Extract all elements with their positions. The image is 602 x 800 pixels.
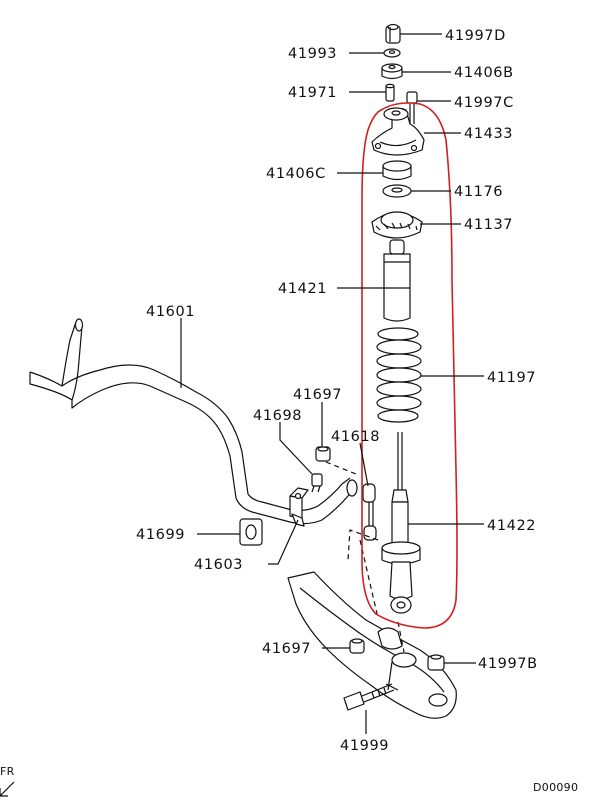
label-41406B[interactable]: 41406B — [454, 65, 514, 81]
front-marker-text: FR — [0, 765, 15, 778]
label-41137[interactable]: 41137 — [464, 217, 513, 233]
label-41406C[interactable]: 41406C — [266, 166, 326, 182]
label-41698[interactable]: 41698 — [253, 408, 302, 424]
diagram-code: D00090 — [533, 781, 578, 794]
nut-41997D — [385, 23, 401, 44]
coil-spring-41197 — [376, 327, 422, 423]
plate-41176 — [382, 184, 412, 198]
label-41197[interactable]: 41197 — [487, 370, 536, 386]
label-41601[interactable]: 41601 — [146, 304, 195, 320]
label-41603[interactable]: 41603 — [194, 557, 243, 573]
label-41697-upper[interactable]: 41697 — [293, 387, 342, 403]
front-direction-marker: FR — [0, 765, 15, 797]
collar-41971 — [385, 83, 395, 102]
label-41997C[interactable]: 41997C — [454, 95, 514, 111]
stabilizer-clamp-bracket — [289, 487, 309, 527]
stabilizer-link — [362, 483, 377, 541]
arm-nut-41697 — [349, 638, 365, 654]
part-labels: 41997D 41993 41406B 41971 41997C 41433 4… — [136, 28, 538, 754]
nut-41997C — [406, 91, 418, 104]
stabilizer-bushing — [239, 518, 263, 546]
label-41697-lower[interactable]: 41697 — [262, 641, 311, 657]
label-41422[interactable]: 41422 — [487, 518, 536, 534]
label-41699[interactable]: 41699 — [136, 527, 185, 543]
arm-bolt-41999 — [343, 683, 395, 711]
spring-seat-41137 — [371, 211, 423, 239]
washer-41993 — [383, 48, 401, 58]
label-41176[interactable]: 41176 — [454, 184, 503, 200]
front-arrow-icon — [0, 781, 15, 797]
highlight-outline — [361, 102, 458, 629]
bump-stop-41421 — [383, 239, 411, 322]
dashed-alignment-lines — [325, 461, 405, 653]
label-41433[interactable]: 41433 — [464, 126, 513, 142]
label-41421[interactable]: 41421 — [278, 281, 327, 297]
leader-lines — [180, 33, 484, 734]
shock-absorber-41422 — [381, 432, 421, 614]
bushing-41406C — [382, 160, 412, 181]
bushing-41406B — [381, 63, 403, 80]
label-41997B[interactable]: 41997B — [478, 656, 538, 672]
label-41999[interactable]: 41999 — [340, 738, 389, 754]
lower-control-arm — [287, 571, 457, 719]
label-41618[interactable]: 41618 — [331, 429, 380, 445]
link-nut-upper — [315, 446, 331, 462]
stabilizer-bar — [29, 318, 358, 525]
label-41993[interactable]: 41993 — [288, 46, 337, 62]
arm-nut-41997B — [427, 654, 445, 671]
link-bolt-41698 — [311, 473, 323, 493]
strut-mount-41433 — [371, 104, 425, 156]
label-41997D[interactable]: 41997D — [445, 28, 506, 44]
label-41971[interactable]: 41971 — [288, 85, 337, 101]
